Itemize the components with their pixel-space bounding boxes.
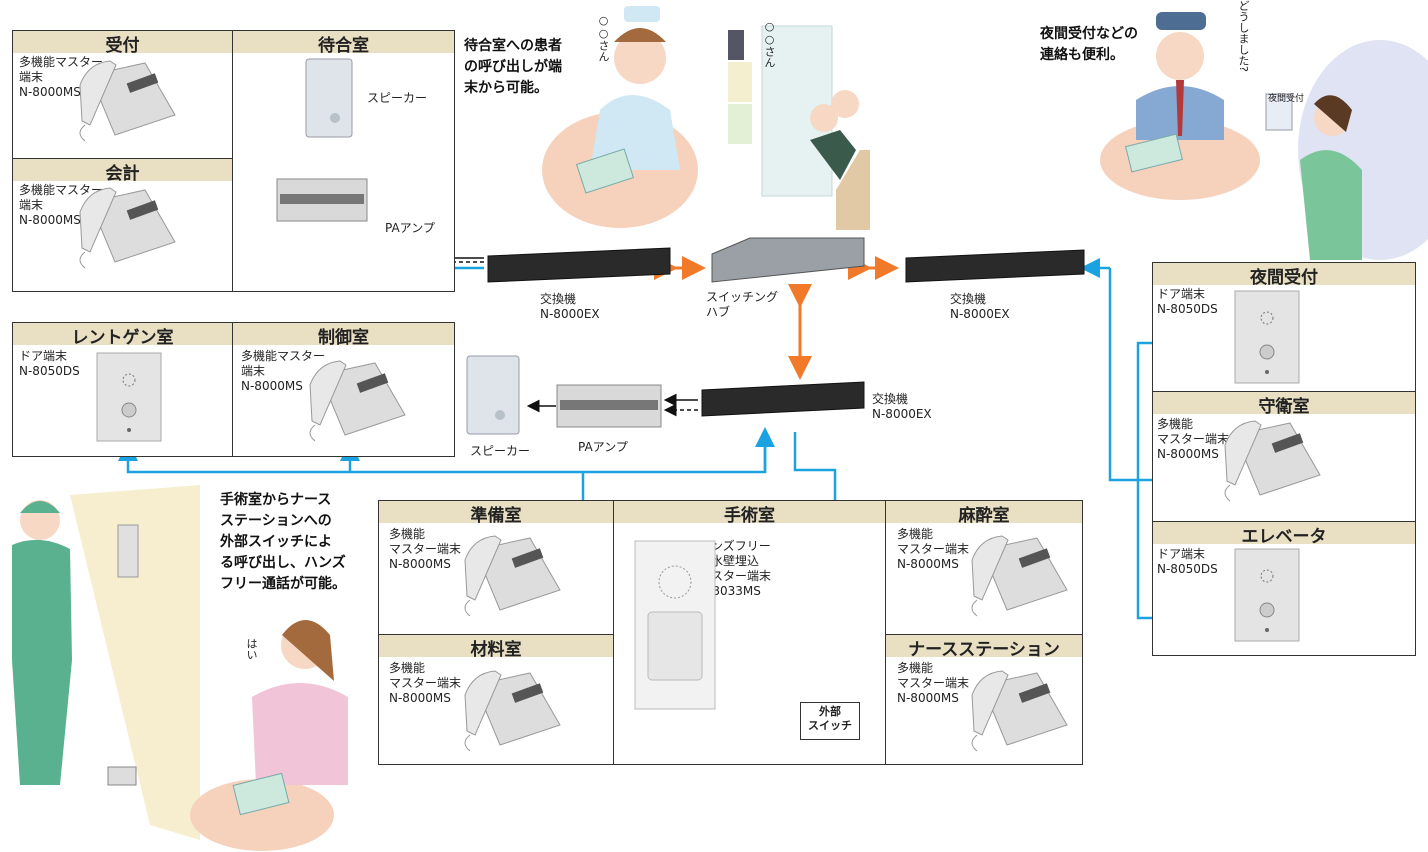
door-station-icon: [1234, 290, 1300, 384]
phone-accounting: [79, 187, 176, 269]
speech-nurse-reply: はい: [245, 638, 258, 660]
speaker-icon: [305, 58, 353, 138]
room-title-waiting: 待合室: [233, 31, 454, 56]
room-title-xray: レントゲン室: [13, 323, 232, 348]
phone-icon: [79, 187, 176, 269]
room-title-night: 夜間受付: [1153, 263, 1415, 288]
door-station-icon: [96, 352, 162, 442]
device-label-control: 多機能マスター 端末 N-8000MS: [241, 349, 326, 393]
device-label-accounting: 多機能マスター 端末 N-8000MS: [19, 183, 104, 227]
speaker-center: [466, 355, 520, 435]
door-station-night: [1234, 290, 1300, 384]
exchange-icon: [701, 381, 865, 417]
illustration-surgery-staff: [12, 485, 348, 851]
phone-icon: [971, 670, 1068, 752]
note-surgery-call: 手術室からナース ステーションへの 外部スイッチによ る呼び出し、ハンズ フリー…: [220, 492, 346, 592]
phone-anesthesia: [971, 535, 1068, 617]
room-title-nurse: ナースステーション: [886, 635, 1082, 660]
pa-amp-center: [556, 384, 662, 428]
illustration-night-guard: [1100, 12, 1428, 260]
exchange-icon: [487, 247, 671, 283]
speech-guard-ask: どうしました?: [1237, 0, 1250, 72]
phone-nurse: [971, 670, 1068, 752]
device-label-nurse: 多機能 マスター端末 N-8000MS: [897, 661, 970, 705]
exchange-center: [701, 381, 865, 417]
speech-patient-call: ○○さん: [763, 20, 776, 68]
phone-control: [309, 360, 406, 442]
door-station-elevator: [1234, 548, 1300, 642]
phone-prep: [464, 535, 561, 617]
room-title-control: 制御室: [233, 323, 454, 348]
amp-label-waiting: PAアンプ: [385, 221, 435, 235]
exchange-right: [905, 249, 1085, 283]
room-title-elevator: エレベータ: [1153, 522, 1415, 547]
room-title-surgery: 手術室: [614, 501, 885, 526]
label-amp-center: PAアンプ: [578, 440, 628, 454]
phone-guard: [1224, 420, 1321, 502]
door-station-icon: [1234, 548, 1300, 642]
note-night-contact: 夜間受付などの 連絡も便利。: [1040, 26, 1138, 63]
switching-hub-icon: [711, 237, 865, 283]
room-title-anesthesia: 麻酔室: [886, 501, 1082, 526]
phone-icon: [464, 535, 561, 617]
device-label-guard: 多機能 マスター端末 N-8000MS: [1157, 417, 1230, 461]
speaker-waiting: [305, 58, 353, 138]
label-switching-hub: スイッチング ハブ: [706, 290, 779, 319]
label-exchange-left: 交換機 N-8000EX: [540, 292, 600, 321]
phone-icon: [79, 60, 176, 142]
door-station-xray: [96, 352, 162, 442]
device-label-reception: 多機能マスター 端末 N-8000MS: [19, 55, 104, 99]
exchange-left: [487, 247, 671, 283]
room-title-materials: 材料室: [379, 635, 613, 660]
device-label-xray: ドア端末 N-8050DS: [19, 349, 80, 378]
night-panel-label: 夜間受付: [1268, 94, 1305, 104]
handsfree-panel-surgery: [634, 540, 716, 710]
device-label-materials: 多機能 マスター端末 N-8000MS: [389, 661, 462, 705]
handsfree-station-icon: [634, 540, 716, 710]
external-switch: 外部 スイッチ: [800, 702, 860, 740]
speaker-icon: [466, 355, 520, 435]
phone-reception: [79, 60, 176, 142]
room-title-guard: 守衛室: [1153, 392, 1415, 417]
speaker-label-waiting: スピーカー: [367, 91, 428, 105]
label-exchange-right: 交換機 N-8000EX: [950, 292, 1010, 321]
device-label-anesthesia: 多機能 マスター端末 N-8000MS: [897, 527, 970, 571]
device-label-elevator: ドア端末 N-8050DS: [1157, 547, 1218, 576]
room-title-reception: 受付: [13, 31, 232, 56]
phone-icon: [971, 535, 1068, 617]
device-label-prep: 多機能 マスター端末 N-8000MS: [389, 527, 462, 571]
note-waiting-call: 待合室への患者 の呼び出しが端 末から可能。: [464, 38, 562, 96]
exchange-icon: [905, 249, 1085, 283]
phone-icon: [1224, 420, 1321, 502]
amplifier-icon: [556, 384, 662, 428]
phone-icon: [309, 360, 406, 442]
device-label-night: ドア端末 N-8050DS: [1157, 287, 1218, 316]
room-title-prep: 準備室: [379, 501, 613, 526]
pa-amp-waiting: [276, 178, 368, 222]
phone-icon: [464, 670, 561, 752]
illustration-reception-nurse: [542, 6, 870, 230]
amplifier-icon: [276, 178, 368, 222]
label-exchange-center: 交換機 N-8000EX: [872, 392, 932, 421]
phone-materials: [464, 670, 561, 752]
room-title-accounting: 会計: [13, 159, 232, 184]
switching-hub: [711, 237, 865, 283]
label-speaker-center: スピーカー: [470, 444, 531, 458]
speech-nurse-call: ○○さん: [597, 14, 610, 62]
